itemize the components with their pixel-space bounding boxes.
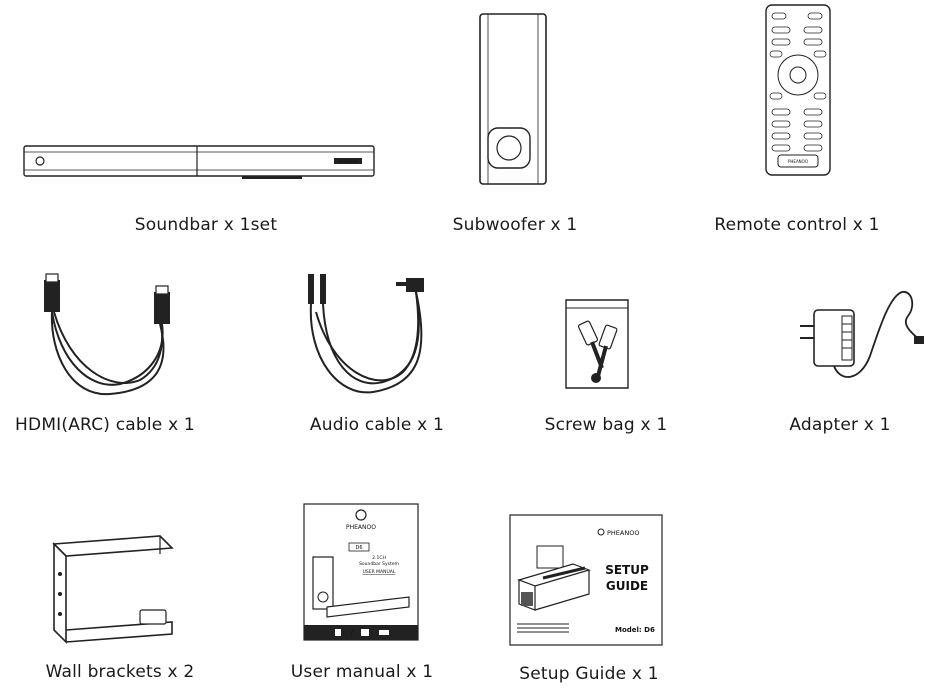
subwoofer-icon xyxy=(479,13,547,185)
user-manual-icon: PHEANOO D6 2.1CH Soundbar System USER MA… xyxy=(303,503,419,641)
item-label-soundbar: Soundbar x 1set xyxy=(134,215,278,235)
remote-brand: PHEANOO xyxy=(788,159,808,164)
guide-title-line2: GUIDE xyxy=(606,579,648,593)
guide-model: Model: D6 xyxy=(615,626,655,634)
manual-title-line2: Soundbar System xyxy=(359,561,399,567)
item-label-subwoofer: Subwoofer x 1 xyxy=(452,215,578,235)
manual-model: D6 xyxy=(355,545,362,551)
guide-title-line1: SETUP xyxy=(605,563,649,577)
guide-brand: PHEANOO xyxy=(607,529,639,537)
item-label-audio: Audio cable x 1 xyxy=(309,415,445,435)
svg-text:/: / xyxy=(351,629,354,637)
item-label-remote: Remote control x 1 xyxy=(714,215,880,235)
item-label-hdmi: HDMI(ARC) cable x 1 xyxy=(15,415,195,435)
item-label-adapter: Adapter x 1 xyxy=(789,415,891,435)
hdmi-cable-icon xyxy=(44,273,170,396)
manual-brand: PHEANOO xyxy=(346,524,376,531)
remote-control-icon: PHEANOO xyxy=(765,4,831,176)
item-label-guide: Setup Guide x 1 xyxy=(519,664,659,684)
manual-subtitle: USER MANUAL xyxy=(363,569,396,575)
item-label-brackets: Wall brackets x 2 xyxy=(45,662,195,682)
item-label-manual: User manual x 1 xyxy=(290,662,434,682)
manual-title-line1: 2.1CH xyxy=(372,555,386,561)
screw-bag-icon xyxy=(565,299,629,389)
item-label-screw: Screw bag x 1 xyxy=(544,415,668,435)
wall-bracket-icon xyxy=(52,535,174,644)
soundbar-brand: PHEANOO xyxy=(338,159,358,164)
audio-cable-icon xyxy=(308,274,424,394)
adapter-icon xyxy=(800,291,924,378)
soundbar-icon: PHEANOO xyxy=(23,145,375,179)
setup-guide-icon: PHEANOO SETUP GUIDE Model: D6 xyxy=(509,514,663,646)
